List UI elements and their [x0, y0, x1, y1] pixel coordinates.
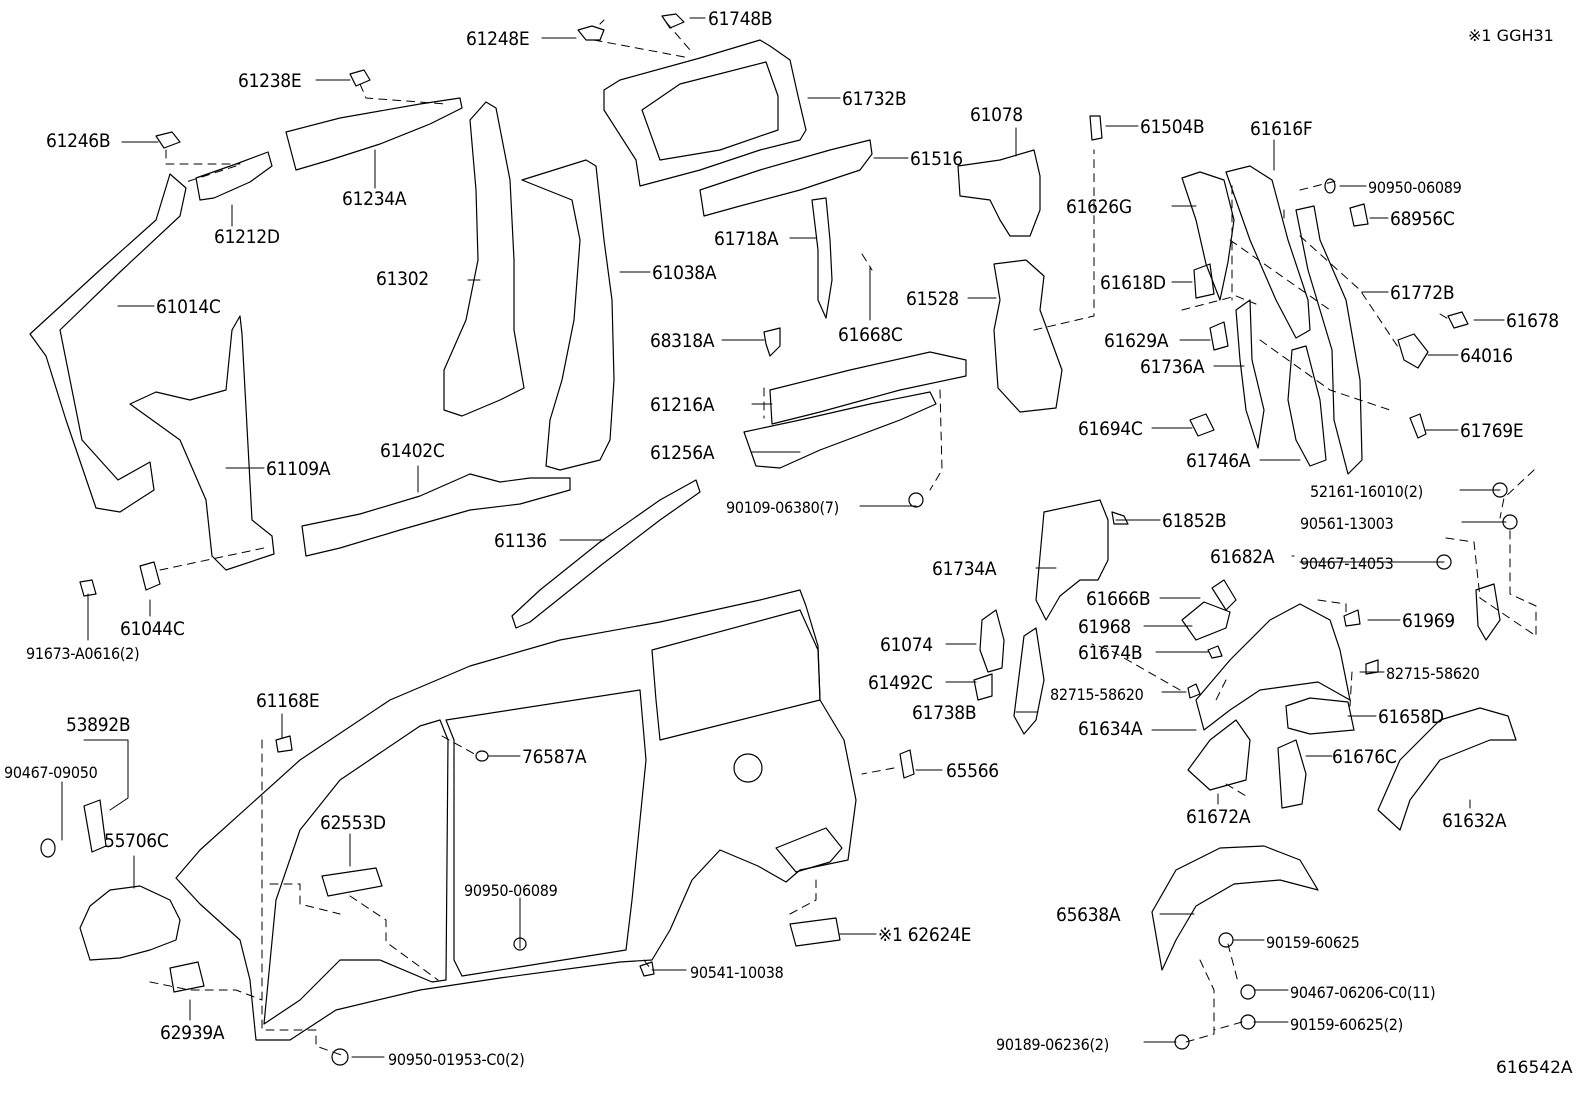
part-label[interactable]: 90467-14053: [1300, 554, 1394, 573]
part-label[interactable]: 90467-09050: [4, 763, 98, 782]
part-label[interactable]: 61256A: [650, 442, 715, 464]
part-label[interactable]: 91673-A0616(2): [26, 644, 140, 663]
part-label[interactable]: 90561-13003: [1300, 514, 1394, 533]
part-label[interactable]: 61968: [1078, 616, 1131, 638]
part-label[interactable]: 61969: [1402, 610, 1455, 632]
part-label[interactable]: 61074: [880, 634, 933, 656]
part-label[interactable]: 55706C: [104, 830, 169, 852]
part-label[interactable]: 61634A: [1078, 718, 1143, 740]
part-label[interactable]: 61302: [376, 268, 429, 290]
part-label[interactable]: 61528: [906, 288, 959, 310]
part-label[interactable]: 61632A: [1442, 810, 1507, 832]
part-label[interactable]: 61738B: [912, 702, 977, 724]
part-label[interactable]: 61626G: [1066, 196, 1132, 218]
part-label[interactable]: 61668C: [838, 324, 903, 346]
part-label[interactable]: 90467-06206-C0(11): [1290, 983, 1436, 1002]
part-label[interactable]: 61616F: [1250, 118, 1313, 140]
part-label[interactable]: 61136: [494, 530, 547, 552]
part-label[interactable]: 61658D: [1378, 706, 1444, 728]
model-note: ※1 GGH31: [1468, 26, 1554, 45]
assembly-lines: [149, 21, 1537, 1057]
part-label[interactable]: 61516: [910, 148, 963, 170]
part-label[interactable]: 61672A: [1186, 806, 1251, 828]
part-label[interactable]: 61248E: [466, 28, 530, 50]
part-label[interactable]: 90541-10038: [690, 963, 784, 982]
part-label[interactable]: 65638A: [1056, 904, 1121, 926]
part-label[interactable]: 62553D: [320, 812, 386, 834]
part-label[interactable]: 61402C: [380, 440, 445, 462]
part-label[interactable]: 61014C: [156, 296, 221, 318]
part-label[interactable]: 61852B: [1162, 510, 1227, 532]
part-label[interactable]: 61734A: [932, 558, 997, 580]
part-label[interactable]: 61748B: [708, 8, 773, 30]
part-label[interactable]: ※1 62624E: [878, 924, 972, 946]
part-label[interactable]: 76587A: [522, 746, 587, 768]
illustration-id: 616542A: [1496, 1058, 1573, 1078]
part-label[interactable]: 90159-60625: [1266, 933, 1360, 952]
part-label[interactable]: 61492C: [868, 672, 933, 694]
part-label[interactable]: 64016: [1460, 345, 1513, 367]
part-label[interactable]: 61736A: [1140, 356, 1205, 378]
part-label[interactable]: 61769E: [1460, 420, 1524, 442]
part-label[interactable]: 52161-16010(2): [1310, 482, 1423, 501]
part-label[interactable]: 68956C: [1390, 208, 1455, 230]
part-label[interactable]: 61746A: [1186, 450, 1251, 472]
part-label[interactable]: 61504B: [1140, 116, 1205, 138]
part-label[interactable]: 61678: [1506, 310, 1559, 332]
part-label[interactable]: 61216A: [650, 394, 715, 416]
part-label[interactable]: 90950-06089: [1368, 178, 1462, 197]
leader-lines: [61, 17, 1507, 1058]
part-label[interactable]: 61676C: [1332, 746, 1397, 768]
part-label[interactable]: 61618D: [1100, 272, 1166, 294]
part-label[interactable]: 82715-58620: [1050, 685, 1144, 704]
part-label[interactable]: 90159-60625(2): [1290, 1015, 1403, 1034]
part-label[interactable]: 90950-06089: [464, 881, 558, 900]
part-label[interactable]: 61038A: [652, 262, 717, 284]
part-label[interactable]: 62939A: [160, 1022, 225, 1044]
part-label[interactable]: 61168E: [256, 690, 320, 712]
part-label[interactable]: 61109A: [266, 458, 331, 480]
part-label[interactable]: 90950-01953-C0(2): [388, 1050, 525, 1069]
part-label[interactable]: 61718A: [714, 228, 779, 250]
part-label[interactable]: 82715-58620: [1386, 664, 1480, 683]
part-label[interactable]: 61694C: [1078, 418, 1143, 440]
part-label[interactable]: 61078: [970, 104, 1023, 126]
part-label[interactable]: 61234A: [342, 188, 407, 210]
part-label[interactable]: 68318A: [650, 330, 715, 352]
part-label[interactable]: 90189-06236(2): [996, 1035, 1109, 1054]
part-label[interactable]: 65566: [946, 760, 999, 782]
part-outlines: [29, 13, 1518, 1066]
part-label[interactable]: 61674B: [1078, 642, 1143, 664]
part-label[interactable]: 61246B: [46, 130, 111, 152]
part-label[interactable]: 61682A: [1210, 546, 1275, 568]
part-label[interactable]: 61666B: [1086, 588, 1151, 610]
part-label[interactable]: 61238E: [238, 70, 302, 92]
part-label[interactable]: 61212D: [214, 226, 280, 248]
part-label[interactable]: 61772B: [1390, 282, 1455, 304]
part-label[interactable]: 53892B: [66, 714, 131, 736]
part-label[interactable]: 90109-06380(7): [726, 498, 839, 517]
part-label[interactable]: 61044C: [120, 618, 185, 640]
part-label[interactable]: 61732B: [842, 88, 907, 110]
part-label[interactable]: 61629A: [1104, 330, 1169, 352]
